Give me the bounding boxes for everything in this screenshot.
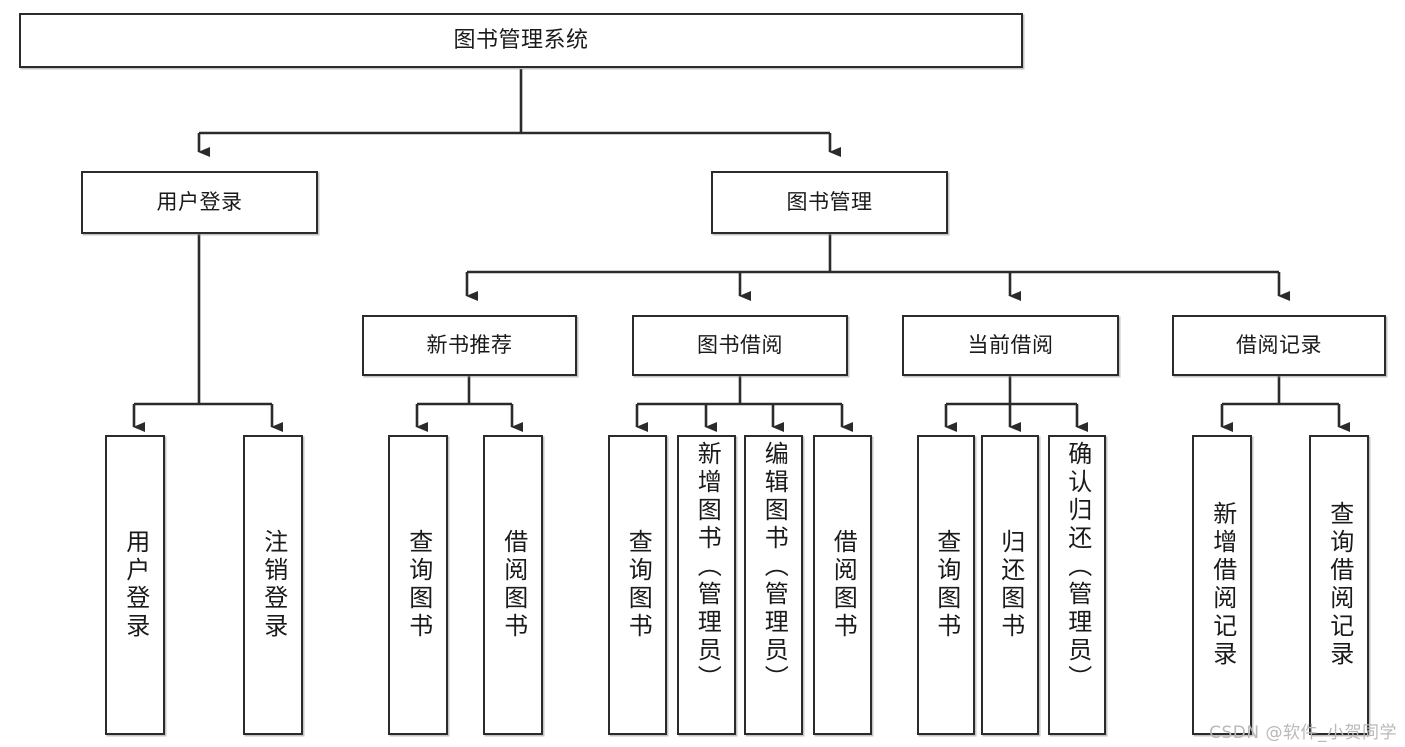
node-borrow-record[interactable]: 借阅记录: [1172, 315, 1386, 376]
leaf-logout-login[interactable]: 注销登录: [243, 435, 303, 735]
leaf-confirm-return[interactable]: 确认归还（管理员）: [1048, 435, 1106, 735]
leaf-edit-book[interactable]: 编辑图书（管理员）: [744, 435, 803, 735]
leaf-query-book-current[interactable]: 查询图书: [917, 435, 975, 735]
node-label: 用户登录: [156, 190, 243, 215]
node-label: 查询图书: [932, 529, 961, 641]
leaf-add-borrow-record[interactable]: 新增借阅记录: [1192, 435, 1252, 735]
node-label: 归还图书: [996, 529, 1025, 641]
node-book-management[interactable]: 图书管理: [711, 171, 948, 234]
leaf-borrow-book[interactable]: 借阅图书: [813, 435, 872, 735]
node-label: 图书管理: [786, 190, 873, 215]
leaf-return-book[interactable]: 归还图书: [981, 435, 1039, 735]
node-label: 借阅图书: [829, 529, 858, 641]
node-root-system[interactable]: 图书管理系统: [19, 13, 1023, 68]
node-label: 新增借阅记录: [1208, 501, 1237, 669]
node-label: 借阅记录: [1236, 333, 1322, 358]
csdn-watermark: CSDN @软件_小贺同学: [1209, 723, 1397, 743]
node-label: 新增图书（管理员）: [693, 441, 722, 693]
node-user-login[interactable]: 用户登录: [81, 171, 318, 234]
node-new-book-recommend[interactable]: 新书推荐: [362, 315, 577, 376]
node-book-borrow[interactable]: 图书借阅: [632, 315, 848, 376]
node-label: 查询图书: [404, 529, 433, 641]
node-label: 查询借阅记录: [1325, 501, 1354, 669]
node-label: 查询图书: [624, 529, 653, 641]
node-label: 借阅图书: [499, 529, 528, 641]
leaf-borrow-book-recommend[interactable]: 借阅图书: [483, 435, 543, 735]
leaf-query-book-borrow[interactable]: 查询图书: [608, 435, 667, 735]
node-label: 新书推荐: [426, 333, 513, 358]
leaf-user-login[interactable]: 用户登录: [105, 435, 165, 735]
node-label: 当前借阅: [967, 333, 1054, 358]
node-current-borrow[interactable]: 当前借阅: [902, 315, 1119, 376]
node-label: 编辑图书（管理员）: [760, 441, 789, 693]
node-label: 图书借阅: [697, 333, 783, 358]
node-label: 图书管理系统: [453, 27, 589, 53]
leaf-query-borrow-record[interactable]: 查询借阅记录: [1309, 435, 1369, 735]
leaf-add-book[interactable]: 新增图书（管理员）: [677, 435, 736, 735]
node-label: 注销登录: [259, 529, 288, 641]
node-label: 用户登录: [121, 529, 150, 641]
node-label: 确认归还（管理员）: [1063, 441, 1092, 693]
leaf-query-book-recommend[interactable]: 查询图书: [388, 435, 448, 735]
